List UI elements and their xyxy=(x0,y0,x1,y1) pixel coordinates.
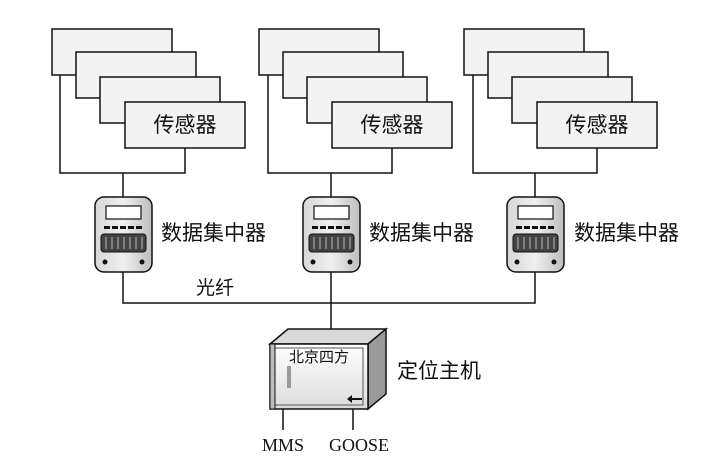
arrow-left-icon xyxy=(347,395,362,403)
sensor-label: 传感器 xyxy=(361,113,424,137)
fiber-line xyxy=(122,272,536,304)
concentrator-label-1: 数据集中器 xyxy=(161,221,266,245)
locator-host: 北京四方 MMS GOOSE xyxy=(262,327,389,455)
sensor-label: 传感器 xyxy=(566,113,629,137)
fiber-label: 光纤 xyxy=(196,277,234,299)
concentrator-3 xyxy=(506,196,565,273)
sensor-box-front xyxy=(536,101,658,149)
sensor-group-2: 传感器 xyxy=(258,28,453,197)
concentrator-label-2: 数据集中器 xyxy=(369,221,474,245)
meter-keypad xyxy=(104,226,142,229)
meter-keypad xyxy=(312,226,350,229)
host-case-side xyxy=(367,327,387,411)
meter-screw-right xyxy=(347,259,353,265)
meter-keypad xyxy=(516,226,554,229)
sensor-group-3: 传感器 xyxy=(463,28,658,197)
sensor-group-1: 传感器 xyxy=(51,28,246,197)
meter-screw-left xyxy=(310,259,316,265)
meter-screen xyxy=(517,205,554,220)
meter-screw-right xyxy=(139,259,145,265)
fiber-bus: 光纤 xyxy=(122,272,536,344)
host-indicator-bar xyxy=(287,366,291,388)
sensor-box-front xyxy=(124,101,246,149)
host-brand: 北京四方 xyxy=(289,348,349,366)
port-label-goose: GOOSE xyxy=(329,435,389,455)
meter-screw-left xyxy=(102,259,108,265)
sensor-box-front xyxy=(331,101,453,149)
sensor-bus-line xyxy=(267,75,393,174)
host-label: 定位主机 xyxy=(397,359,481,383)
meter-screw-right xyxy=(551,259,557,265)
concentrator-1 xyxy=(94,196,153,273)
concentrator-2 xyxy=(302,196,361,273)
concentrator-label-3: 数据集中器 xyxy=(574,221,679,245)
meter-screen xyxy=(105,205,142,220)
meter-screen xyxy=(313,205,350,220)
host-case-top xyxy=(267,328,389,345)
port-label-mms: MMS xyxy=(262,435,304,455)
meter-screw-left xyxy=(514,259,520,265)
sensor-label: 传感器 xyxy=(154,113,217,137)
host-handle-left xyxy=(269,343,276,410)
